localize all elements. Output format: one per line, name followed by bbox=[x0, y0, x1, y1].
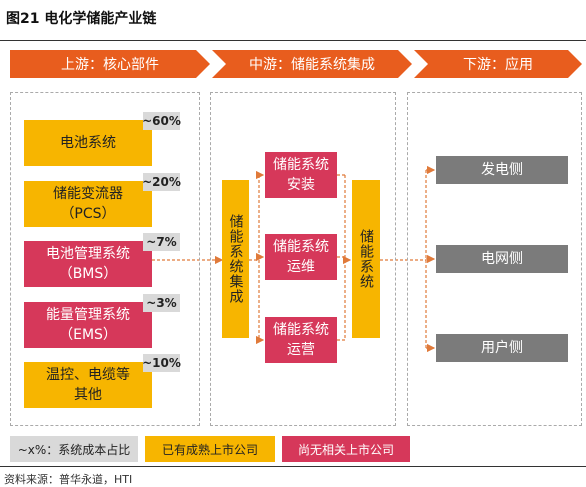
title-rule bbox=[0, 40, 586, 41]
system-maintenance-box: 储能系统 运维 bbox=[265, 234, 337, 280]
midstream-panel bbox=[210, 92, 396, 426]
upstream-item-battery-system: 电池系统 bbox=[24, 120, 152, 166]
legend-cost-share: ~x%：系统成本占比 bbox=[10, 436, 138, 462]
upstream-item-bms: 电池管理系统 （BMS） bbox=[24, 241, 152, 287]
upstream-item-ems: 能量管理系统 （EMS） bbox=[24, 302, 152, 348]
cost-share-badge: ~7% bbox=[143, 233, 180, 251]
stage-downstream-chevron: 下游：应用 bbox=[414, 50, 582, 78]
system-integration-box: 储能系统集成 bbox=[222, 180, 249, 338]
figure-title: 图21 电化学储能产业链 bbox=[6, 11, 157, 27]
cost-share-badge: ~60% bbox=[142, 112, 181, 130]
downstream-user-side: 用户侧 bbox=[436, 334, 568, 362]
storage-system-box: 储能系统 bbox=[352, 180, 380, 338]
upstream-item-pcs: 储能变流器 （PCS） bbox=[24, 181, 152, 227]
cost-share-badge: ~3% bbox=[143, 294, 180, 312]
stage-midstream-chevron: 中游：储能系统集成 bbox=[212, 50, 412, 78]
source-note: 资料来源：普华永道，HTI bbox=[4, 473, 133, 486]
legend-listed-companies: 已有成熟上市公司 bbox=[145, 436, 275, 462]
cost-share-badge: ~10% bbox=[142, 354, 181, 372]
system-install-box: 储能系统 安装 bbox=[265, 152, 337, 198]
system-operation-box: 储能系统 运营 bbox=[265, 317, 337, 363]
downstream-grid-side: 电网侧 bbox=[436, 245, 568, 273]
footer-rule bbox=[0, 466, 586, 467]
legend-no-listed-companies: 尚无相关上市公司 bbox=[282, 436, 410, 462]
downstream-panel bbox=[407, 92, 582, 426]
downstream-generation-side: 发电侧 bbox=[436, 156, 568, 184]
upstream-item-thermal-cables-other: 温控、电缆等 其他 bbox=[24, 362, 152, 408]
stage-upstream-chevron: 上游：核心部件 bbox=[10, 50, 210, 78]
upstream-panel bbox=[10, 92, 200, 426]
cost-share-badge: ~20% bbox=[142, 173, 181, 191]
